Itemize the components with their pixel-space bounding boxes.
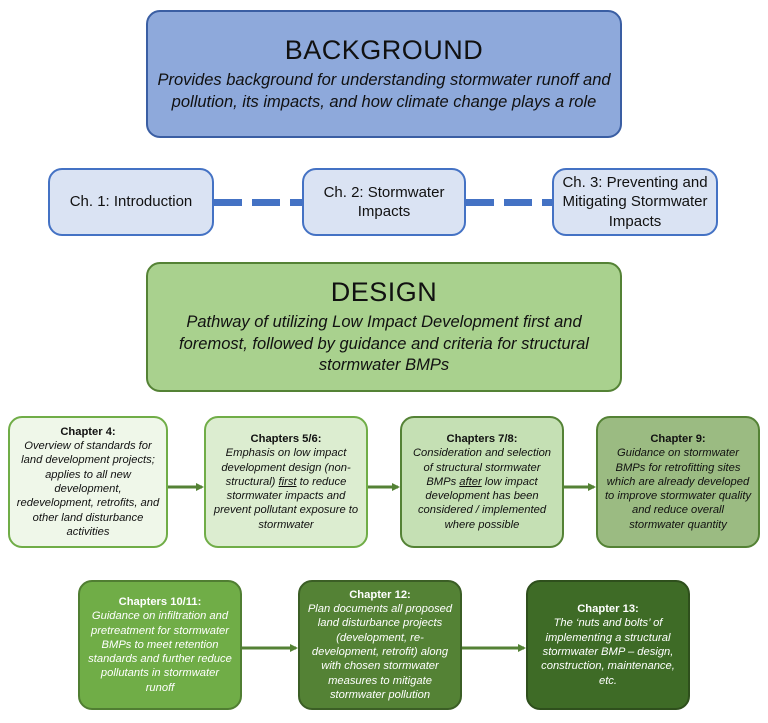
chapters-5-6-body-post: to reduce stormwater impacts and prevent… bbox=[213, 475, 359, 531]
chapter-2-box: Ch. 2: Stormwater Impacts bbox=[302, 168, 466, 236]
chapters-10-11-box: Chapters 10/11: Guidance on infiltration… bbox=[78, 580, 242, 710]
chapter-4-title: Chapter 4: bbox=[60, 425, 116, 438]
chapters-5-6-box: Chapters 5/6: Emphasis on low impact dev… bbox=[204, 416, 368, 548]
chapters-5-6-title: Chapters 5/6: bbox=[250, 432, 322, 445]
emphasis-after: after bbox=[459, 475, 482, 488]
background-heading: BACKGROUND bbox=[284, 35, 484, 66]
dashed-connector bbox=[466, 199, 552, 206]
chapter-3-label: Ch. 3: Preventing and Mitigating Stormwa… bbox=[562, 173, 708, 230]
background-description: Provides background for understanding st… bbox=[157, 71, 611, 111]
dashed-connector bbox=[214, 199, 302, 206]
chapter-12-box: Chapter 12: Plan documents all proposed … bbox=[298, 580, 462, 710]
chapter-4-box: Chapter 4: Overview of standards for lan… bbox=[8, 416, 168, 548]
chapter-3-box: Ch. 3: Preventing and Mitigating Stormwa… bbox=[552, 168, 718, 236]
chapter-2-label: Ch. 2: Stormwater Impacts bbox=[323, 183, 445, 221]
background-box: BACKGROUND Provides background for under… bbox=[146, 10, 622, 138]
chapters-7-8-box: Chapters 7/8: Consideration and selectio… bbox=[400, 416, 564, 548]
chapter-13-box: Chapter 13: The ‘nuts and bolts’ of impl… bbox=[526, 580, 690, 710]
chapter-4-body: Overview of standards for land developme… bbox=[16, 440, 160, 538]
chapter-12-body: Plan documents all proposed land disturb… bbox=[307, 603, 453, 701]
design-box: DESIGN Pathway of utilizing Low Impact D… bbox=[146, 262, 622, 392]
chapter-1-label: Ch. 1: Introduction bbox=[69, 193, 193, 211]
chapter-9-box: Chapter 9: Guidance on stormwater BMPs f… bbox=[596, 416, 760, 548]
chapters-7-8-title: Chapters 7/8: bbox=[446, 432, 518, 445]
emphasis-first: first bbox=[278, 475, 297, 488]
chapters-10-11-body: Guidance on infiltration and pretreatmen… bbox=[88, 610, 232, 694]
chapter-13-body: The ‘nuts and bolts’ of implementing a s… bbox=[541, 617, 675, 687]
chapter-12-title: Chapter 12: bbox=[349, 588, 411, 601]
chapters-7-8-body-post: low impact development has been consider… bbox=[417, 475, 547, 531]
chapters-10-11-title: Chapters 10/11: bbox=[118, 595, 202, 608]
chapters-7-8-body-pre: Consideration and selection of structura… bbox=[412, 447, 552, 488]
chapter-1-box: Ch. 1: Introduction bbox=[48, 168, 214, 236]
design-heading: DESIGN bbox=[330, 277, 438, 308]
chapters-7-8-body: Consideration and selection of structura… bbox=[408, 446, 556, 532]
chapter-13-title: Chapter 13: bbox=[577, 603, 639, 616]
chapter-9-body: Guidance on stormwater BMPs for retrofit… bbox=[604, 447, 752, 531]
chapters-5-6-body-pre: Emphasis on low impact development desig… bbox=[221, 447, 351, 488]
chapter-9-title: Chapter 9: bbox=[650, 432, 706, 445]
chapters-5-6-body: Emphasis on low impact development desig… bbox=[212, 446, 360, 532]
design-description: Pathway of utilizing Low Impact Developm… bbox=[179, 313, 589, 375]
